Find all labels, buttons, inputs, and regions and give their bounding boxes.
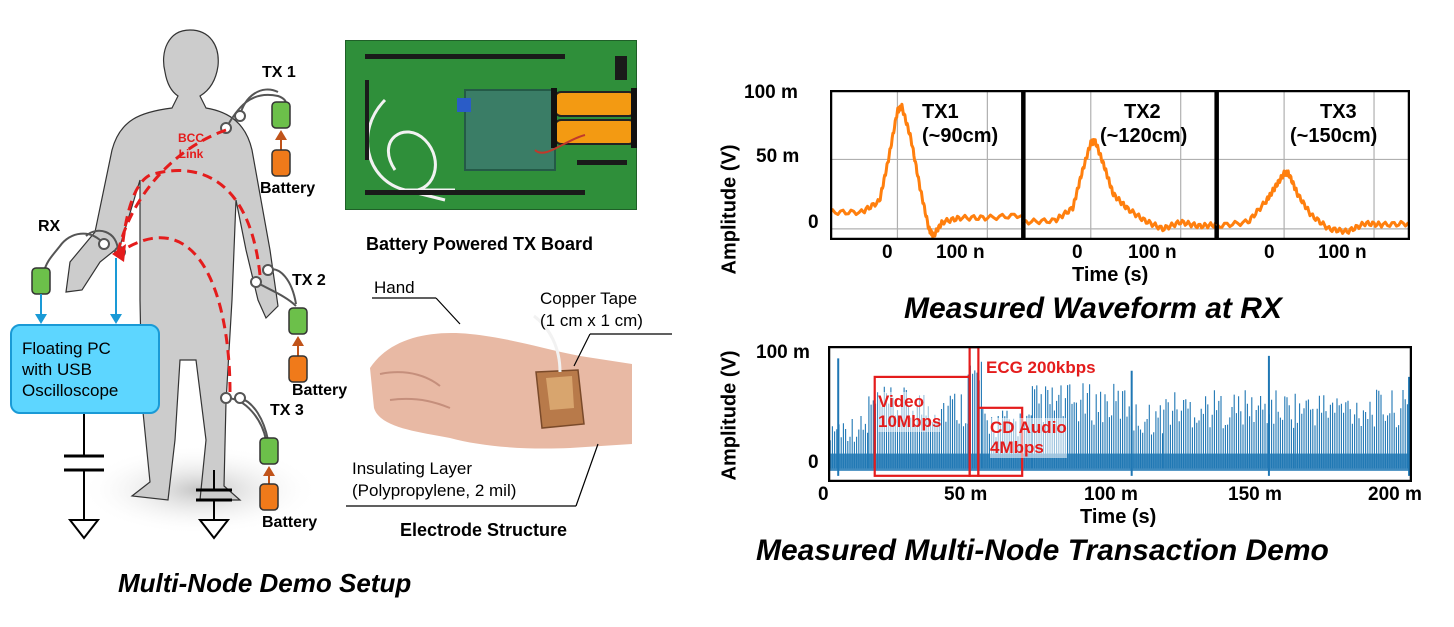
waveform-xlabel: Time (s): [1072, 264, 1149, 286]
transaction-ytick-100: 100 m: [756, 342, 810, 363]
panel-2-name: TX2: [1124, 101, 1161, 123]
tx3-module: [259, 437, 279, 465]
tx3-battery: [259, 483, 279, 511]
tx1-battery: [271, 149, 291, 177]
video-annotation: Video 10Mbps: [878, 392, 942, 432]
electrode-caption: Electrode Structure: [400, 520, 568, 540]
waveform-series-1: [830, 102, 1024, 239]
waveform-panel-1-title: TX1 (~90cm): [922, 100, 998, 148]
bcc-link-label-line-1: BCC: [178, 131, 204, 145]
transaction-caption: Measured Multi-Node Transaction Demo: [756, 534, 1329, 567]
tx1-label: TX 1: [262, 64, 296, 81]
transaction-xtick-200: 200 m: [1368, 484, 1422, 505]
tx3-electrode-1: [220, 392, 232, 404]
transaction-frame: [828, 346, 1412, 482]
video-line-2: 10Mbps: [878, 412, 942, 431]
ecg-annotation: ECG 200kbps: [986, 358, 1096, 377]
waveform-xtick-100-c: 100 n: [1318, 242, 1367, 263]
tx1-battery-label: Battery: [260, 180, 316, 197]
panel-2-distance: (~120cm): [1100, 125, 1188, 147]
tx3-battery-label: Battery: [262, 514, 318, 531]
ground-symbol-pc: [67, 519, 101, 540]
panel-3-name: TX3: [1320, 101, 1357, 123]
audio-line-1: CD Audio: [990, 418, 1067, 437]
copper-tape-line-2: (1 cm x 1 cm): [540, 311, 643, 330]
copper-tape-label: Copper Tape (1 cm x 1 cm): [540, 288, 643, 332]
waveform-panel-frame-1: [830, 90, 1024, 240]
bcc-link-label: BCC Link: [178, 130, 204, 162]
waveform-series-3: [1215, 169, 1410, 235]
bcc-link-arrowhead: [112, 244, 126, 262]
waveform-panel-2-title: TX2 (~120cm): [1100, 100, 1187, 148]
transaction-xtick-0: 0: [818, 484, 829, 505]
transaction-xtick-50: 50 m: [944, 484, 988, 505]
waveform-ytick-100: 100 m: [744, 82, 798, 103]
pc-box-line-3: Oscilloscope: [22, 381, 119, 400]
waveform-ylabel: Amplitude (V): [718, 144, 741, 275]
floating-pc-box: Floating PC with USB Oscilloscope: [10, 324, 160, 414]
rx-electrode-1: [98, 238, 110, 250]
pc-box-line-1: Floating PC: [22, 339, 111, 358]
waveform-xtick-100-a: 100 n: [936, 242, 985, 263]
waveform-ytick-50: 50 m: [756, 146, 800, 167]
waveform-xtick-0-b: 0: [1072, 242, 1083, 263]
transaction-ytick-0: 0: [808, 452, 819, 473]
bcc-link-label-line-2: Link: [178, 147, 204, 161]
tx2-electrode-2: [250, 276, 262, 288]
waveform-plot: [830, 90, 1410, 240]
audio-line-2: 4Mbps: [990, 438, 1044, 457]
electrode-photo: [370, 308, 632, 458]
demo-setup-caption: Multi-Node Demo Setup: [118, 568, 412, 598]
transaction-ylabel: Amplitude (V): [718, 350, 741, 481]
tx2-electrode-1: [262, 264, 274, 276]
transaction-xtick-150: 150 m: [1228, 484, 1282, 505]
waveform-panel-frame-3: [1216, 90, 1410, 240]
bcc-link-tx3: [119, 236, 232, 393]
waveform-ytick-0: 0: [808, 212, 819, 233]
rx-label: RX: [38, 218, 61, 235]
tx2-module: [288, 307, 308, 335]
panel-1-distance: (~90cm): [922, 125, 999, 147]
body-diagram: [31, 29, 320, 540]
panel-1-name: TX1: [922, 101, 959, 123]
hand-leader-line: [372, 297, 461, 325]
transaction-xlabel: Time (s): [1080, 506, 1157, 528]
rx-battery-green: [31, 267, 51, 295]
insulating-line-2: (Polypropylene, 2 mil): [352, 481, 517, 500]
transaction-chart: Amplitude (V) 100 m 0 ECG 200kbps Video …: [700, 330, 1440, 620]
video-line-1: Video: [878, 392, 924, 411]
waveform-xtick-0-a: 0: [882, 242, 893, 263]
bcc-link-tx2: [120, 169, 262, 276]
hand-label: Hand: [374, 278, 415, 297]
insulating-line-1: Insulating Layer: [352, 459, 473, 478]
pc-box-line-2: with USB: [22, 360, 92, 379]
tx2-label: TX 2: [292, 272, 326, 289]
tx1-module: [271, 101, 291, 129]
insulating-label: Insulating Layer (Polypropylene, 2 mil): [352, 458, 516, 502]
waveform-xtick-0-c: 0: [1264, 242, 1275, 263]
waveform-xtick-100-b: 100 n: [1128, 242, 1177, 263]
waveform-panel-frame-2: [1023, 90, 1217, 240]
waveform-caption: Measured Waveform at RX: [904, 292, 1282, 325]
waveform-series-2: [1022, 138, 1218, 233]
copper-tape-line-1: Copper Tape: [540, 289, 638, 308]
waveform-panel-3-title: TX3 (~150cm): [1290, 100, 1377, 148]
tx2-battery: [288, 355, 308, 383]
tx-board-photo: [344, 39, 638, 211]
demo-setup-panel: Floating PC with USB Oscilloscope TX 1 T…: [0, 0, 411, 627]
transaction-xtick-100: 100 m: [1084, 484, 1138, 505]
tx2-battery-label: Battery: [292, 382, 348, 399]
tx1-electrode-2: [234, 110, 246, 122]
copper-leader-line: [573, 333, 672, 367]
tx-board-caption: Battery Powered TX Board: [366, 234, 594, 254]
audio-annotation: CD Audio 4Mbps: [990, 418, 1067, 458]
transaction-plot: [828, 346, 1412, 482]
panel-3-distance: (~150cm): [1290, 125, 1378, 147]
tx3-electrode-2: [234, 392, 246, 404]
waveform-chart: Amplitude (V) 100 m 50 m 0 TX1 (~90cm) T…: [700, 70, 1420, 330]
ground-symbol-body: [197, 519, 231, 540]
tx3-label: TX 3: [270, 402, 304, 419]
insulating-leader-line: [346, 443, 599, 507]
human-body: [65, 29, 279, 501]
